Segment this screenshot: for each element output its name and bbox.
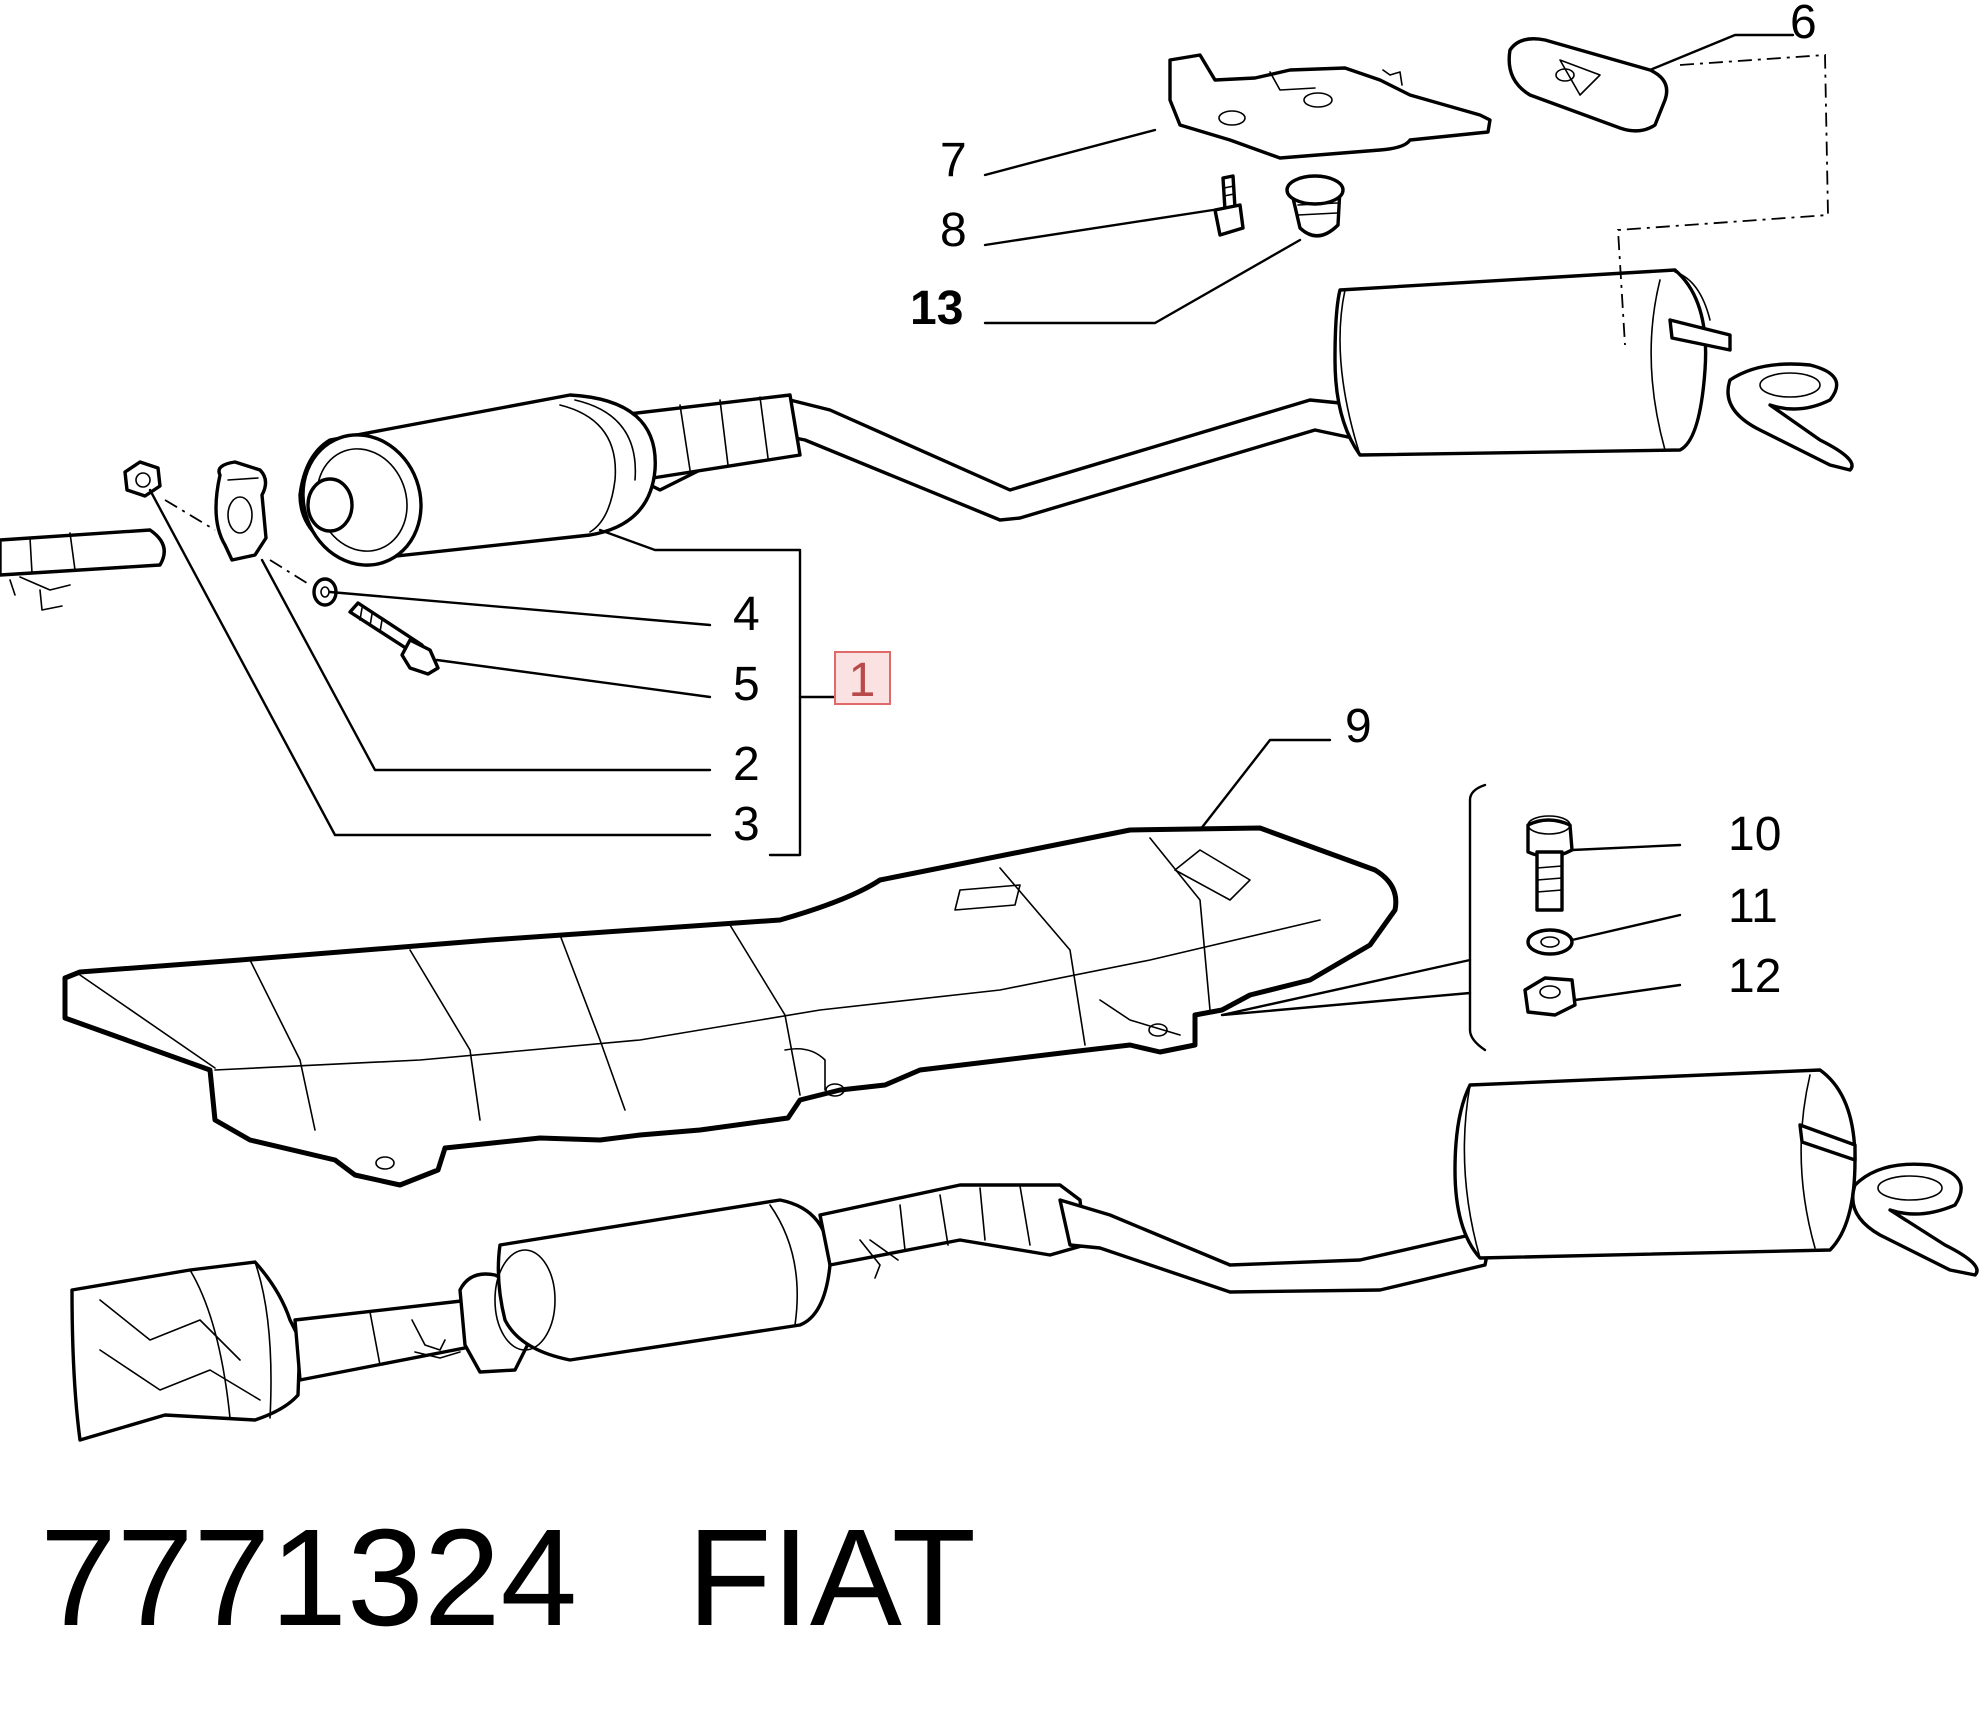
hanger-assembly-dash	[1617, 54, 1829, 346]
callout-1-label: 1	[849, 654, 876, 707]
callout-4: 4	[328, 588, 760, 641]
intake-pipe-stub	[0, 528, 166, 611]
part-number: 7771324	[40, 1501, 578, 1655]
fastener-bracket	[1220, 783, 1487, 1052]
callout-7-label: 7	[940, 134, 967, 187]
full-exhaust-system	[70, 1068, 1979, 1442]
callout-3-label: 3	[733, 798, 760, 851]
callout-11-label: 11	[1728, 880, 1778, 933]
callout-10: 10	[1570, 808, 1781, 861]
callout-2-label: 2	[733, 738, 760, 791]
bolt-8-part	[1213, 174, 1245, 237]
callout-4-label: 4	[733, 588, 760, 641]
callout-1-box	[834, 651, 891, 705]
brand-name: FIAT	[687, 1501, 976, 1655]
callout-6-label: 6	[1790, 0, 1817, 49]
callout-5: 5	[435, 658, 760, 711]
bolt-10-part	[1526, 815, 1574, 912]
callout-9-label: 9	[1345, 700, 1372, 753]
callout-13: 13	[910, 238, 1302, 335]
rubber-mount-13-part	[1285, 174, 1345, 238]
rubber-hanger-6-part	[1507, 37, 1669, 133]
callout-11: 11	[1570, 880, 1778, 942]
callout-13-label: 13	[910, 282, 963, 335]
callout-8: 8	[940, 204, 1215, 257]
callout-12: 12	[1573, 950, 1781, 1003]
callout-5-label: 5	[733, 658, 760, 711]
clamp-part	[214, 460, 268, 562]
callout-8-label: 8	[940, 204, 967, 257]
nut-part	[123, 460, 162, 498]
callout-9: 9	[1198, 700, 1372, 832]
washer-11-part	[1526, 928, 1574, 956]
callout-2: 2	[260, 558, 760, 791]
callout-10-label: 10	[1728, 808, 1781, 861]
washer-part	[312, 577, 338, 607]
callout-6: 6	[1648, 0, 1817, 72]
assembly-axis-line	[164, 499, 311, 586]
nut-12-part	[1523, 976, 1577, 1017]
callout-3: 3	[148, 488, 760, 851]
callout-12-label: 12	[1728, 950, 1781, 1003]
bolt-part	[348, 601, 440, 676]
rear-muffler-top	[1333, 268, 1854, 472]
hanger-bracket-part	[1168, 53, 1492, 160]
front-muffler-part	[298, 393, 1364, 567]
callout-7: 7	[940, 128, 1157, 187]
caption: 7771324 FIAT	[40, 1508, 976, 1648]
bracket-group-1	[598, 528, 837, 857]
heat-shield-part	[62, 825, 1399, 1188]
callout-1-highlight: 1	[834, 651, 891, 707]
